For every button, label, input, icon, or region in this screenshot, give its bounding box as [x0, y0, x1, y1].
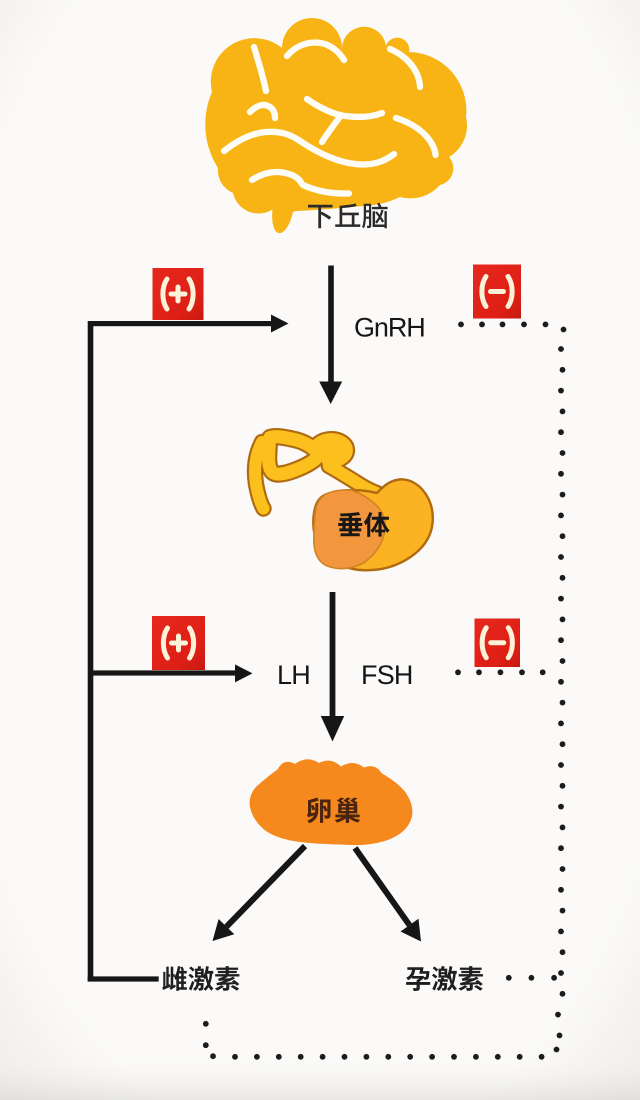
svg-text:LH: LH: [277, 660, 310, 690]
svg-text:GnRH: GnRH: [354, 313, 425, 343]
svg-text:FSH: FSH: [361, 660, 413, 690]
